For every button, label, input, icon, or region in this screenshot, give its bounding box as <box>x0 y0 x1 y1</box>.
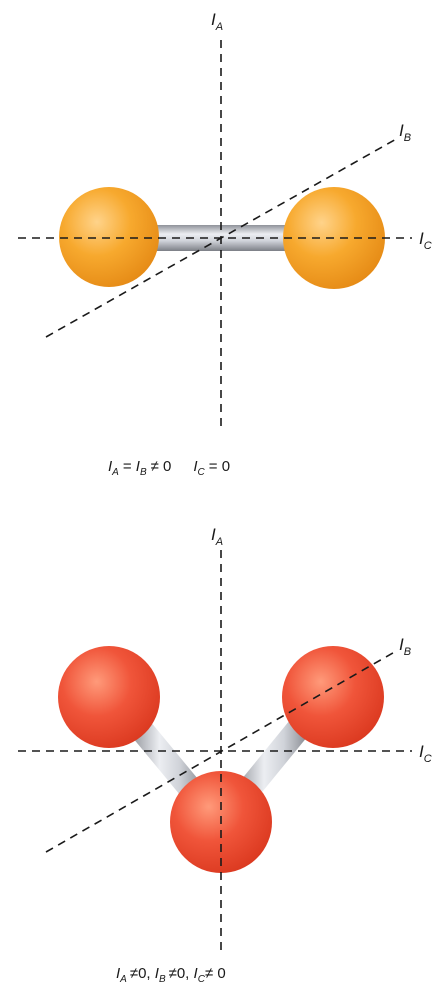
bent-molecule-panel: IA IB IC IA≠0, IB≠0, IC≠ 0 <box>18 525 432 985</box>
axis-c-label: IC <box>419 229 432 252</box>
axis-b-label: IB <box>399 635 411 658</box>
upper-left-atom <box>58 646 160 748</box>
axis-a-label: IA <box>211 10 223 33</box>
axis-b-label: IB <box>399 121 411 144</box>
bent-caption: IA≠0, IB≠0, IC≠ 0 <box>116 965 226 985</box>
left-atom <box>59 187 159 287</box>
upper-right-atom <box>282 646 384 748</box>
axis-a-label: IA <box>211 525 223 548</box>
axis-c-label: IC <box>419 742 432 765</box>
